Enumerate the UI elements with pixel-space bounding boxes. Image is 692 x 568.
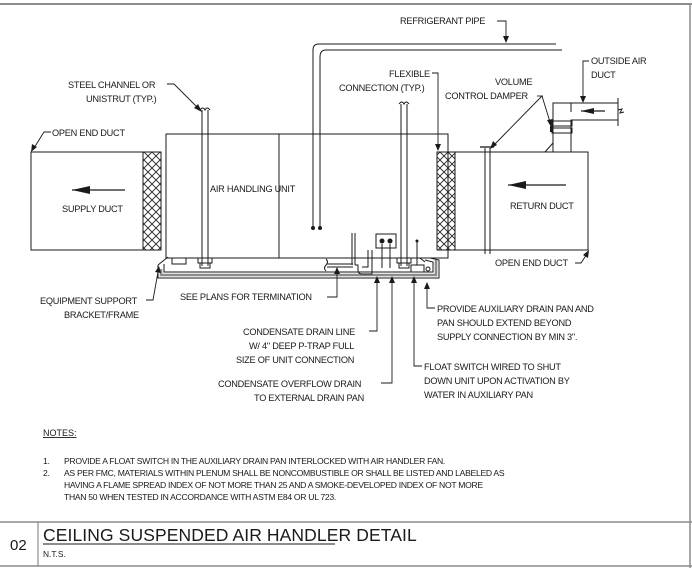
equipment-support-label-line1: EQUIPMENT SUPPORT	[40, 296, 138, 306]
refrigerant-pipe	[311, 43, 562, 230]
steel-channel-leader	[167, 83, 202, 112]
float-switch-label-line3: WATER IN AUXILIARY PAN	[424, 390, 533, 400]
equipment-support-leader	[146, 266, 161, 301]
note-2-line-1: AS PER FMC, MATERIALS WITHIN PLENUM SHAL…	[64, 468, 505, 478]
see-plans-label: SEE PLANS FOR TERMINATION	[180, 292, 312, 302]
condensate-overflow-label-line1: CONDENSATE OVERFLOW DRAIN	[218, 379, 361, 389]
flexible-label-line1: FLEXIBLE	[389, 69, 430, 79]
detail-scale: N.T.S.	[43, 549, 66, 559]
open-end-duct-right-label: OPEN END DUCT	[495, 258, 568, 268]
volume-damper-leaders	[490, 95, 553, 149]
note-1-number: 1.	[43, 456, 50, 466]
volume-damper-label-line2: CONTROL DAMPER	[445, 91, 529, 101]
supply-duct	[30, 151, 144, 251]
aux-pan-label-line2: PAN SHOULD EXTEND BEYOND	[437, 318, 572, 328]
refrigerant-pipe-leader	[497, 20, 509, 43]
condensate-drain-label-line3: SIZE OF UNIT CONNECTION	[236, 355, 354, 365]
float-switch-label-line1: FLOAT SWITCH WIRED TO SHUT	[424, 362, 561, 372]
return-duct-label: RETURN DUCT	[510, 201, 574, 211]
open-end-duct-left-leader	[31, 131, 51, 152]
outside-air-label-line2: DUCT	[591, 70, 616, 80]
flexible-connection-return	[436, 151, 456, 251]
aux-pan-label-line1: PROVIDE AUXILIARY DRAIN PAN AND	[437, 304, 594, 314]
refrigerant-pipe-label: REFRIGERANT PIPE	[400, 16, 485, 26]
outside-air-leader	[580, 60, 589, 103]
condensate-drain-leader	[369, 276, 380, 332]
outside-air-duct	[544, 98, 625, 153]
detail-number: 02	[10, 537, 27, 554]
volume-damper-label-line1: VOLUME	[495, 77, 532, 87]
steel-channel-label-line1: STEEL CHANNEL OR	[68, 80, 156, 90]
aux-pan-label-line3: SUPPLY CONNECTION BY MIN 3".	[437, 332, 577, 342]
condensate-drain-label-line2: W/ 4" DEEP P-TRAP FULL	[249, 341, 354, 351]
see-plans-leader	[327, 267, 340, 298]
air-handling-unit	[165, 101, 449, 269]
note-2-line-2: HAVING A FLAME SPREAD INDEX OF NOT MORE …	[64, 480, 483, 490]
return-duct	[454, 146, 589, 254]
notes-heading: NOTES:	[43, 428, 77, 438]
flexible-connection-supply	[142, 151, 162, 251]
float-switch-label-line2: DOWN UNIT UPON ACTIVATION BY	[424, 376, 570, 386]
open-end-duct-left-label: OPEN END DUCT	[52, 128, 125, 138]
steel-channel-label-line2: UNISTRUT (TYP.)	[86, 94, 157, 104]
flexible-label-line2: CONNECTION (TYP.)	[339, 83, 425, 93]
detail-title: CEILING SUSPENDED AIR HANDLER DETAIL	[43, 525, 417, 545]
float-switch-leader	[411, 276, 422, 367]
equipment-support-label-line2: BRACKET/FRAME	[64, 310, 139, 320]
outside-air-label-line1: OUTSIDE AIR	[591, 56, 647, 66]
condensate-overflow-leader	[381, 276, 395, 384]
open-end-duct-right-leader	[575, 250, 589, 264]
air-handling-unit-label: AIR HANDLING UNIT	[210, 184, 296, 194]
flexible-leader	[432, 72, 441, 151]
aux-pan-leader	[424, 282, 435, 309]
condensate-drain-line	[324, 233, 397, 275]
note-1-line-1: PROVIDE A FLOAT SWITCH IN THE AUXILIARY …	[64, 456, 445, 466]
note-2-number: 2.	[43, 468, 50, 478]
condensate-overflow-label-line2: TO EXTERNAL DRAIN PAN	[254, 393, 364, 403]
supply-duct-label: SUPPLY DUCT	[62, 204, 123, 214]
sheet-border	[0, 3, 692, 568]
note-2-line-3: THAN 50 WHEN TESTED IN ACCORDANCE WITH A…	[64, 492, 336, 502]
float-switch	[410, 239, 431, 273]
condensate-drain-label-line1: CONDENSATE DRAIN LINE	[243, 327, 355, 337]
title-block	[0, 521, 692, 567]
